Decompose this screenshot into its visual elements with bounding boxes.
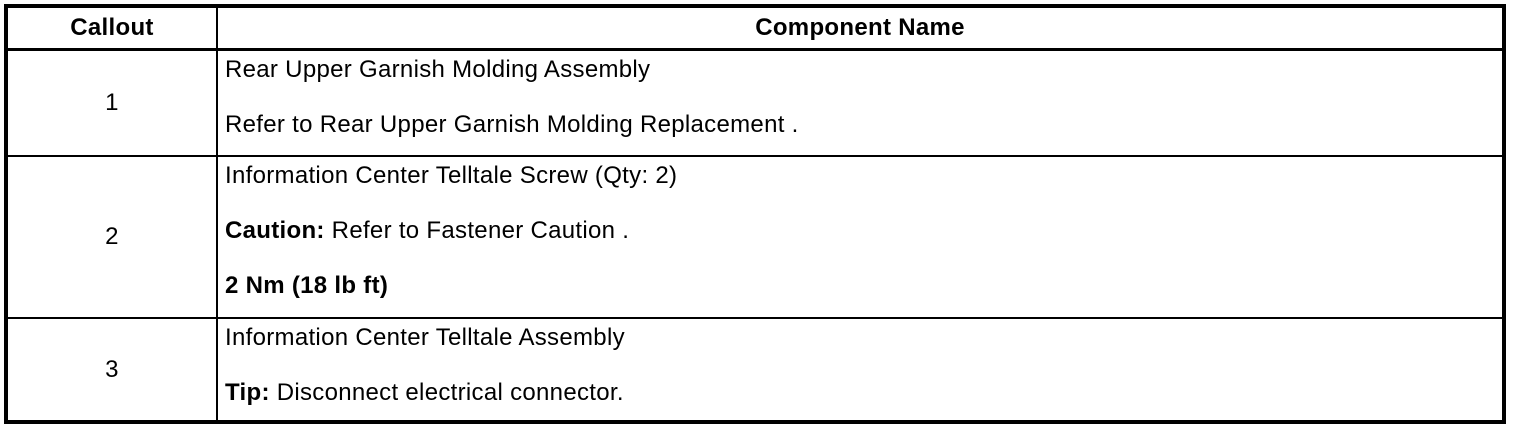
component-cell-1: Rear Upper Garnish Molding Assembly Refe… [216,48,1505,157]
component-title-text: Rear Upper Garnish Molding Assembly [225,56,651,83]
table-header-row: Callout Component Name [5,5,1505,51]
callout-number-1: 1 [5,48,218,157]
component-caution-text: Refer to Fastener Caution . [324,217,630,244]
callout-table: Callout Component Name 1 Rear Upper Garn… [4,4,1506,424]
component-title-text: Information Center Telltale Screw (Qty: … [225,162,678,189]
table-row-2: 2 Information Center Telltale Screw (Qty… [5,155,1505,319]
component-cell-3: Information Center Telltale Assembly Tip… [216,317,1505,423]
table-row-1: 1 Rear Upper Garnish Molding Assembly Re… [5,48,1505,157]
table-row-3: 3 Information Center Telltale Assembly T… [5,317,1505,423]
component-caution: Caution: Refer to Fastener Caution . [225,217,1496,245]
component-title-text: Information Center Telltale Assembly [225,324,625,351]
page: Callout Component Name 1 Rear Upper Garn… [4,4,1506,424]
component-torque-spec: 2 Nm (18 lb ft) [225,272,1496,300]
component-title: Rear Upper Garnish Molding Assembly [225,56,1496,84]
callout-number-2: 2 [5,155,218,319]
component-name-column-header: Component Name [216,5,1505,51]
component-title: Information Center Telltale Screw (Qty: … [225,162,1496,190]
component-title: Information Center Telltale Assembly [225,324,1496,352]
component-cell-2: Information Center Telltale Screw (Qty: … [216,155,1505,319]
component-note-text: Refer to Rear Upper Garnish Molding Repl… [225,111,799,138]
component-tip: Tip: Disconnect electrical connector. [225,379,1496,407]
component-note: Refer to Rear Upper Garnish Molding Repl… [225,111,1496,139]
component-torque-spec-bold: 2 Nm (18 lb ft) [225,272,389,299]
component-caution-bold: Caution: [225,217,325,244]
callout-column-header: Callout [5,5,218,51]
callout-number-3: 3 [5,317,218,423]
